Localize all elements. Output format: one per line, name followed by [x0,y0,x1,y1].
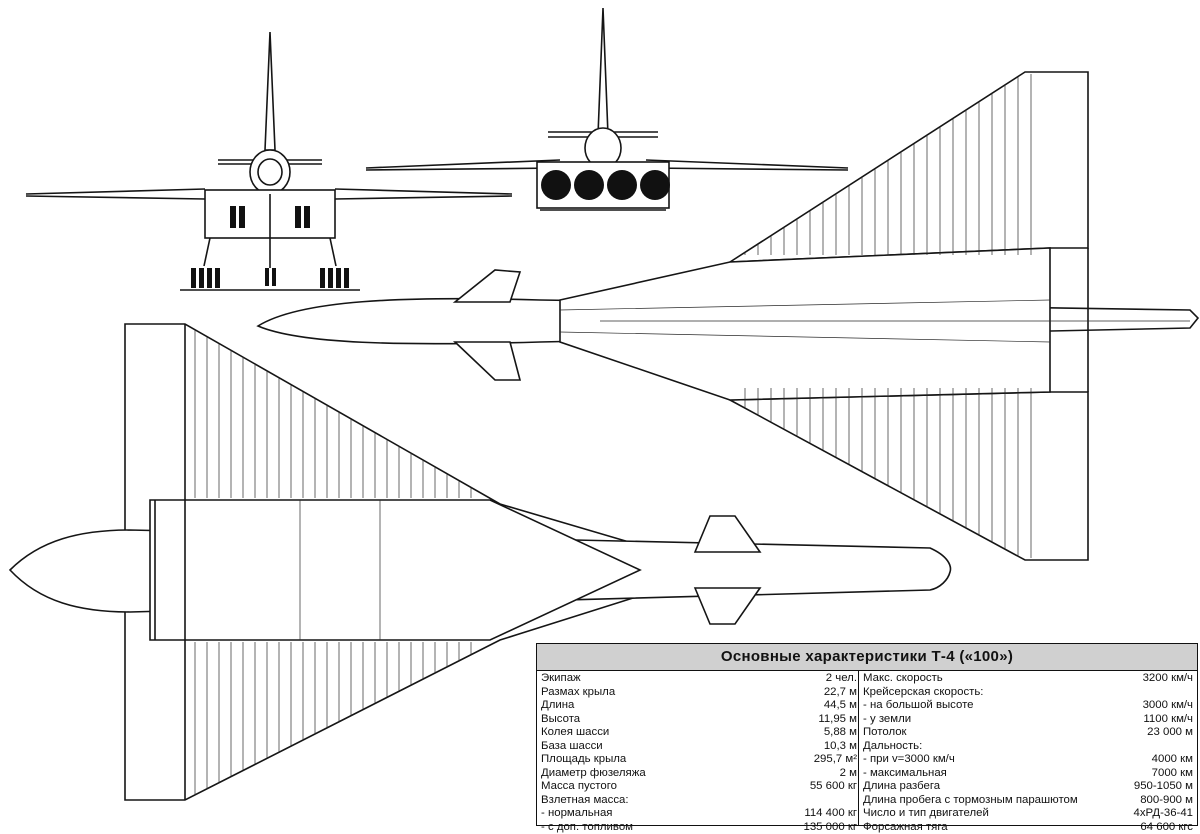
spec-label: Крейсерская скорость: [863,686,983,700]
spec-row: Длина разбега 950-1050 м [863,780,1193,794]
spec-row: Экипаж 2 чел. [541,672,857,686]
spec-row: Дальность: [863,740,1193,754]
spec-label: Дальность: [863,740,922,754]
spec-label: Макс. скорость [863,672,943,686]
spec-value: 135 000 кг [798,821,857,834]
spec-value: 44,5 м [818,699,857,713]
front-view [26,32,512,290]
rear-view [366,8,848,210]
spec-value: 55 600 кг [804,780,857,794]
spec-label: Длина разбега [863,780,940,794]
spec-row: Площадь крыла 295,7 м² [541,753,857,767]
spec-row: Взлетная масса: [541,794,857,808]
spec-label: Число и тип двигателей [863,807,989,821]
spec-row: - нормальная 114 400 кг [541,807,857,821]
spec-row: Длина пробега с тормозным парашютом 800-9… [863,794,1193,808]
spec-label: Потолок [863,726,907,740]
spec-value: 4хРД-36-41 [1127,807,1193,821]
spec-label: Взлетная масса: [541,794,629,808]
spec-label: Масса пустого [541,780,617,794]
spec-row: Диаметр фюзеляжа 2 м [541,767,857,781]
spec-row: Размах крыла 22,7 м [541,686,857,700]
spec-value: 23 000 м [1141,726,1193,740]
spec-value [1187,740,1193,754]
spec-label: - с доп. топливом [541,821,633,834]
spec-label: Колея шасси [541,726,609,740]
spec-value: 11,95 м [812,713,857,727]
spec-label: - на большой высоте [863,699,974,713]
spec-row: База шасси 10,3 м [541,740,857,754]
spec-row: - максимальная 7000 км [863,767,1193,781]
spec-label: Размах крыла [541,686,615,700]
spec-row: Крейсерская скорость: [863,686,1193,700]
spec-value: 114 400 кг [798,807,857,821]
spec-value: 4000 км [1146,753,1193,767]
spec-row: - при v=3000 км/ч 4000 км [863,753,1193,767]
spec-row: - у земли 1100 км/ч [863,713,1193,727]
spec-label: - при v=3000 км/ч [863,753,955,767]
spec-row: Длина 44,5 м [541,699,857,713]
spec-row: Высота 11,95 м [541,713,857,727]
column-divider [858,670,859,825]
spec-label: База шасси [541,740,603,754]
spec-label: Высота [541,713,580,727]
spec-row: - с доп. топливом 135 000 кг [541,821,857,834]
spec-value: 22,7 м [818,686,857,700]
spec-value [1187,686,1193,700]
spec-value: 3200 км/ч [1137,672,1193,686]
spec-label: - у земли [863,713,911,727]
spec-row: Масса пустого 55 600 кг [541,780,857,794]
spec-value [851,794,857,808]
spec-label: Диаметр фюзеляжа [541,767,646,781]
spec-label: Форсажная тяга [863,821,948,834]
spec-row: Число и тип двигателей 4хРД-36-41 [863,807,1193,821]
spec-value: 3000 км/ч [1137,699,1193,713]
spec-value: 295,7 м² [808,753,857,767]
specs-left-column: Экипаж 2 чел. Размах крыла 22,7 м Длина 44,5 … [541,672,857,834]
spec-value: 950-1050 м [1128,780,1193,794]
spec-value: 5,88 м [818,726,857,740]
specifications-table: Основные характеристики Т-4 («100») Экип… [536,643,1198,826]
spec-row: Макс. скорость 3200 км/ч [863,672,1193,686]
specifications-title: Основные характеристики Т-4 («100») [537,644,1197,671]
spec-row: Потолок 23 000 м [863,726,1193,740]
spec-value: 2 м [834,767,857,781]
spec-label: - нормальная [541,807,612,821]
spec-value: 64 600 кгс [1134,821,1193,834]
spec-value: 10,3 м [818,740,857,754]
spec-value: 7000 км [1146,767,1193,781]
spec-row: - на большой высоте 3000 км/ч [863,699,1193,713]
spec-label: Длина [541,699,574,713]
spec-label: Экипаж [541,672,581,686]
spec-label: Длина пробега с тормозным парашютом [863,794,1078,808]
spec-value: 800-900 м [1134,794,1193,808]
spec-label: - максимальная [863,767,947,781]
spec-value: 1100 км/ч [1137,713,1193,727]
spec-row: Колея шасси 5,88 м [541,726,857,740]
spec-row: Форсажная тяга 64 600 кгс [863,821,1193,834]
spec-value: 2 чел. [820,672,857,686]
spec-label: Площадь крыла [541,753,626,767]
